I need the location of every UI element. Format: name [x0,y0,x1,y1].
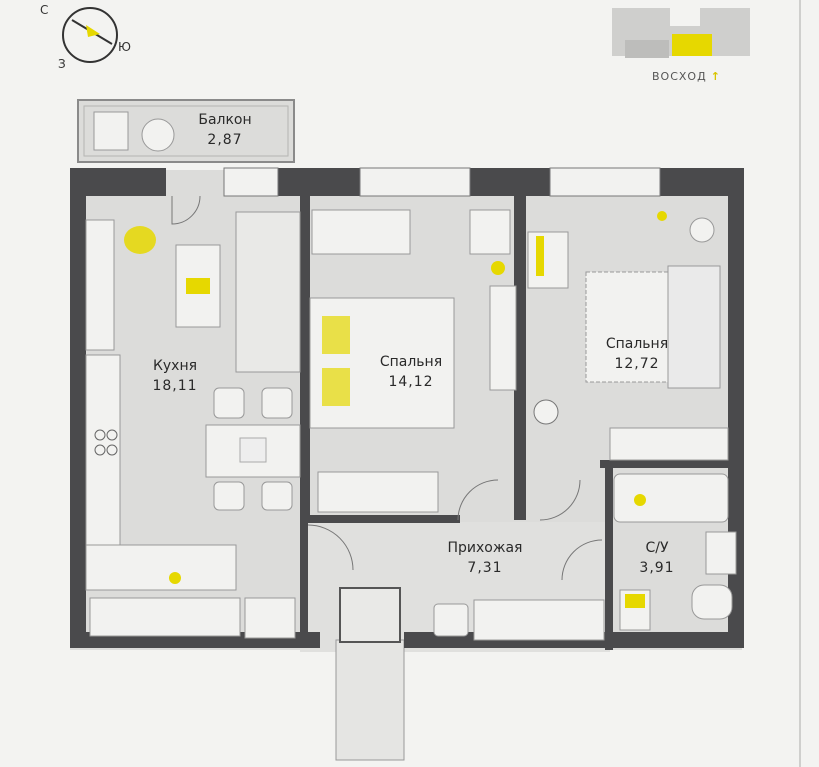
room-name: Кухня [152,358,198,374]
room-label-bedroom-right: Спальня 12,72 [582,334,692,374]
room-label-balcony: Балкон 2,87 [175,110,275,150]
room-label-kitchen: Кухня 18,11 [130,356,220,396]
room-area: 7,31 [467,560,503,576]
sunrise-indicator: ВОСХОД↑ [652,70,721,83]
room-name: С/У [645,540,669,556]
hallway-furniture [339,587,605,643]
doors [171,195,603,581]
room-name: Балкон [198,112,252,128]
room-label-bedroom-middle: Спальня 14,12 [356,352,466,392]
bedroom-right-furniture [527,211,729,461]
room-label-bathroom: С/У 3,91 [622,538,692,578]
room-area: 3,91 [639,560,675,576]
bathroom-fixtures [613,473,737,631]
room-name: Спальня [605,336,669,352]
sunrise-arrow-icon: ↑ [710,70,721,83]
sunrise-label: ВОСХОД [652,70,707,83]
compass-south-label: Ю [118,40,131,54]
windows [223,167,661,197]
room-name: Прихожая [447,540,523,556]
room-area: 12,72 [614,356,660,372]
bedroom-middle-furniture [309,209,517,513]
room-name: Спальня [379,354,443,370]
room-area: 2,87 [207,132,243,148]
room-area: 18,11 [152,378,198,394]
balcony-area [77,99,295,163]
compass-rose [62,7,118,63]
compass-north-label: С [40,3,49,17]
building-minimap [612,8,750,58]
kitchen-furniture [85,211,301,639]
room-area: 14,12 [388,374,434,390]
room-label-hallway: Прихожая 7,31 [430,538,540,578]
compass-west-label: З [58,57,66,71]
